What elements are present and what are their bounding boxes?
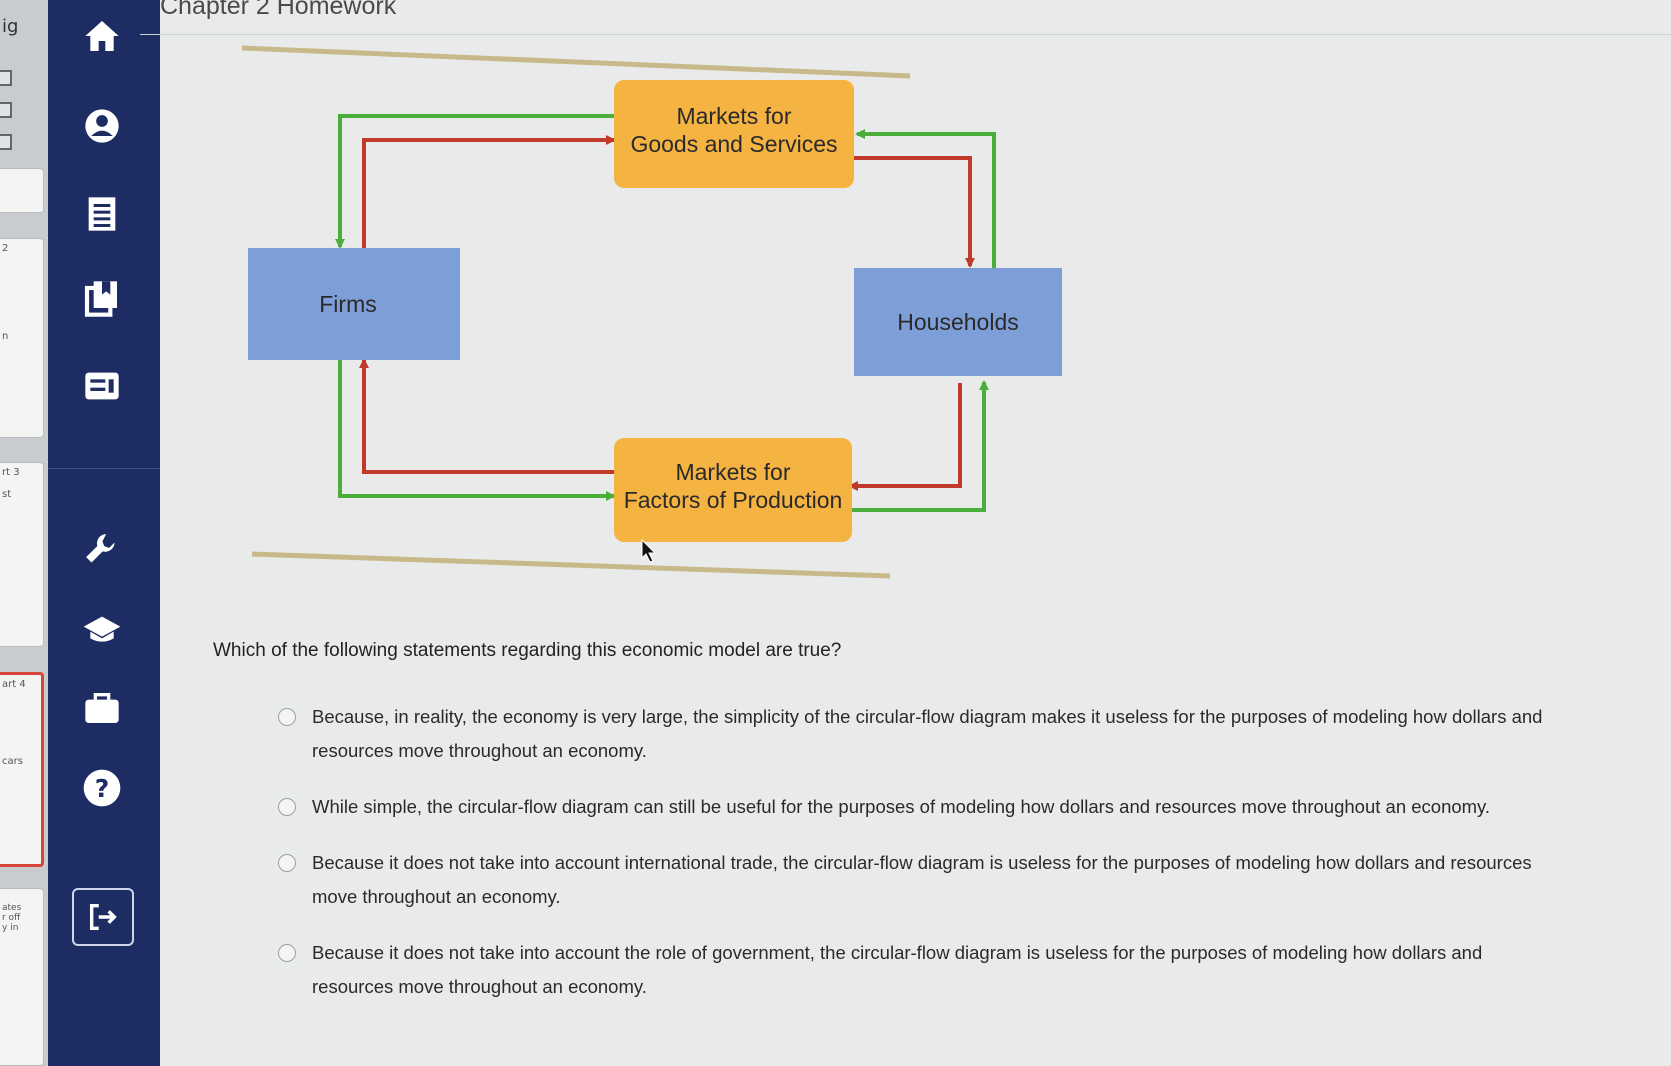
thumbnail-label: ates xyxy=(2,903,22,913)
thumbnail-marker[interactable] xyxy=(0,102,12,118)
flow-households-to-factors-red xyxy=(848,383,962,491)
books-icon[interactable] xyxy=(72,270,132,326)
answer-options: Because, in reality, the economy is very… xyxy=(278,700,1568,1026)
answer-option-text: Because it does not take into account in… xyxy=(312,852,1532,907)
help-icon[interactable]: ? xyxy=(72,760,132,816)
page-thumbnail-strip: ig 2 n rt 3 st art 4 cars ates r off y i… xyxy=(0,0,48,1066)
thumbnail-label: ig xyxy=(2,16,19,37)
document-icon[interactable] xyxy=(72,186,132,242)
flow-factors-to-households-green xyxy=(847,380,989,512)
answer-option-text: While simple, the circular-flow diagram … xyxy=(312,796,1491,817)
answer-option-4[interactable]: Because it does not take into account th… xyxy=(278,936,1568,1004)
thumbnail-label: st xyxy=(2,489,12,500)
thumbnail-4[interactable]: rt 3 st xyxy=(0,462,44,647)
flow-goods-to-households-red xyxy=(854,156,975,268)
goods-services-market-box xyxy=(614,80,854,188)
flow-goods-to-firms-green xyxy=(335,114,617,249)
page-title: Chapter 2 Homework xyxy=(160,0,397,20)
thumbnail-1[interactable]: ig xyxy=(0,12,44,52)
households-label: Households xyxy=(897,309,1018,335)
thumbnail-2[interactable] xyxy=(0,168,44,213)
radio-button[interactable] xyxy=(278,944,296,962)
answer-option-text: Because it does not take into account th… xyxy=(312,942,1483,997)
goods-market-label-line1: Markets for xyxy=(676,103,791,129)
factors-production-market-box xyxy=(614,438,852,542)
flow-firms-to-goods-red xyxy=(362,135,616,250)
nav-divider xyxy=(48,468,160,469)
radio-button[interactable] xyxy=(278,708,296,726)
thumbnail-6[interactable]: ates r off y in xyxy=(0,888,44,1066)
answer-option-3[interactable]: Because it does not take into account in… xyxy=(278,846,1568,914)
radio-button[interactable] xyxy=(278,798,296,816)
households-box xyxy=(854,268,1062,376)
thumbnail-label: 2 xyxy=(2,243,9,254)
answer-option-1[interactable]: Because, in reality, the economy is very… xyxy=(278,700,1568,768)
user-icon[interactable] xyxy=(72,98,132,154)
thumbnail-marker[interactable] xyxy=(0,134,12,150)
flow-factors-to-firms-red xyxy=(359,358,614,474)
firms-label: Firms xyxy=(319,291,376,317)
factor-market-label-line1: Markets for xyxy=(675,459,790,485)
thumbnail-3[interactable]: 2 n xyxy=(0,238,44,438)
thumbnail-label: n xyxy=(2,331,9,342)
answer-option-2[interactable]: While simple, the circular-flow diagram … xyxy=(278,790,1568,824)
bottom-divider-rule xyxy=(251,551,891,579)
flow-firms-to-factors-green xyxy=(338,358,616,501)
title-divider xyxy=(140,34,1671,35)
goods-market-label-line2: Goods and Services xyxy=(630,131,837,157)
thumbnail-label: y in xyxy=(2,923,19,933)
home-icon[interactable] xyxy=(72,8,132,64)
mouse-cursor-icon xyxy=(641,538,657,563)
top-divider-rule xyxy=(242,45,911,79)
question-prompt: Which of the following statements regard… xyxy=(213,640,842,661)
thumbnail-label: cars xyxy=(2,756,23,767)
layout-icon[interactable] xyxy=(72,358,132,414)
radio-button[interactable] xyxy=(278,854,296,872)
answer-option-text: Because, in reality, the economy is very… xyxy=(312,706,1543,761)
briefcase-icon[interactable] xyxy=(72,680,132,736)
thumbnail-marker[interactable] xyxy=(0,70,12,86)
thumbnail-label: rt 3 xyxy=(2,467,20,478)
firms-box xyxy=(248,248,460,360)
nav-rail: ? xyxy=(48,0,160,1066)
svg-text:?: ? xyxy=(95,774,110,803)
exit-icon[interactable] xyxy=(72,888,134,946)
circular-flow-diagram: Markets for Goods and Services Firms Hou… xyxy=(242,40,1082,600)
wrench-icon[interactable] xyxy=(72,522,132,578)
thumbnail-5-active[interactable]: art 4 cars xyxy=(0,672,44,867)
thumbnail-label: art 4 xyxy=(2,679,26,690)
main-content: Chapter 2 Homework xyxy=(140,0,1671,1066)
flow-households-to-goods-green xyxy=(855,129,996,268)
factor-market-label-line2: Factors of Production xyxy=(624,487,843,513)
graduation-cap-icon[interactable] xyxy=(72,602,132,658)
thumbnail-label: r off xyxy=(2,913,21,923)
